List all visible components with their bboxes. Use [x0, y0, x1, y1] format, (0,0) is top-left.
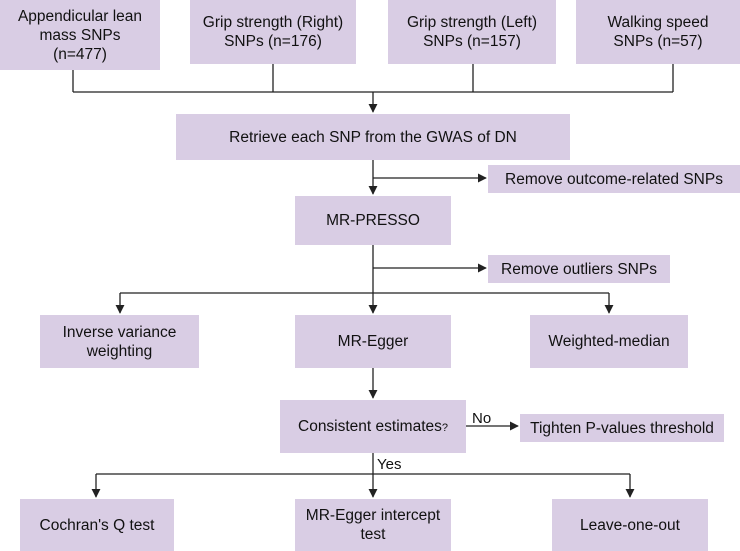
label-yes: Yes: [377, 456, 402, 473]
box-mr-egger-intercept: MR-Egger intercept test: [295, 499, 451, 551]
box-mr-presso: MR-PRESSO: [295, 196, 451, 245]
box-consistent-estimates: Consistent estimates?: [280, 400, 466, 453]
box-tighten-p-values: Tighten P-values threshold: [520, 414, 724, 442]
box-inverse-variance-weighting: Inverse variance weighting: [40, 315, 199, 368]
box-remove-outcome-related: Remove outcome-related SNPs: [488, 165, 740, 193]
box-grip-strength-left: Grip strength (Left) SNPs (n=157): [388, 0, 556, 64]
box-remove-outliers: Remove outliers SNPs: [488, 255, 670, 283]
box-walking-speed: Walking speed SNPs (n=57): [576, 0, 740, 64]
box-retrieve-snps: Retrieve each SNP from the GWAS of DN: [176, 114, 570, 160]
consistent-estimates-text: Consistent estimates: [298, 418, 442, 435]
question-mark: ?: [441, 422, 448, 434]
box-grip-strength-right: Grip strength (Right) SNPs (n=176): [190, 0, 356, 64]
box-appendicular-lean-mass: Appendicular lean mass SNPs (n=477): [0, 0, 160, 70]
box-weighted-median: Weighted-median: [530, 315, 688, 368]
box-leave-one-out: Leave-one-out: [552, 499, 708, 551]
box-mr-egger: MR-Egger: [295, 315, 451, 368]
label-no: No: [472, 410, 492, 427]
box-cochran-q-test: Cochran's Q test: [20, 499, 174, 551]
